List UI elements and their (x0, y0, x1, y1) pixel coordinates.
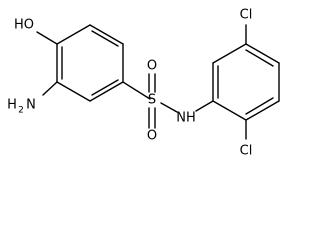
amine-n-label: N (26, 98, 36, 113)
molecule-structure: HO H 2 N S O O NH Cl Cl (7, 8, 280, 159)
oxygen-bottom-label: O (147, 129, 157, 144)
sulfur-label: S (148, 93, 156, 108)
amine-h-label: H (7, 98, 17, 113)
oxygen-top-label: O (147, 59, 157, 74)
dichlorophenyl-ring (212, 43, 280, 121)
n-c-bond (195, 100, 214, 112)
c-s-bond (122, 81, 151, 100)
sulfonyl-group (148, 73, 178, 129)
phenol-ring (56, 24, 124, 102)
c-oh-bond (36, 31, 58, 45)
c-nh2-bond (42, 81, 58, 96)
chlorine-top-label: Cl (240, 8, 253, 23)
chlorine-bottom-label: Cl (240, 144, 253, 159)
nh-label: NH (176, 111, 196, 126)
amine-subscript-label: 2 (18, 106, 24, 116)
hydroxyl-label: HO (14, 18, 34, 33)
